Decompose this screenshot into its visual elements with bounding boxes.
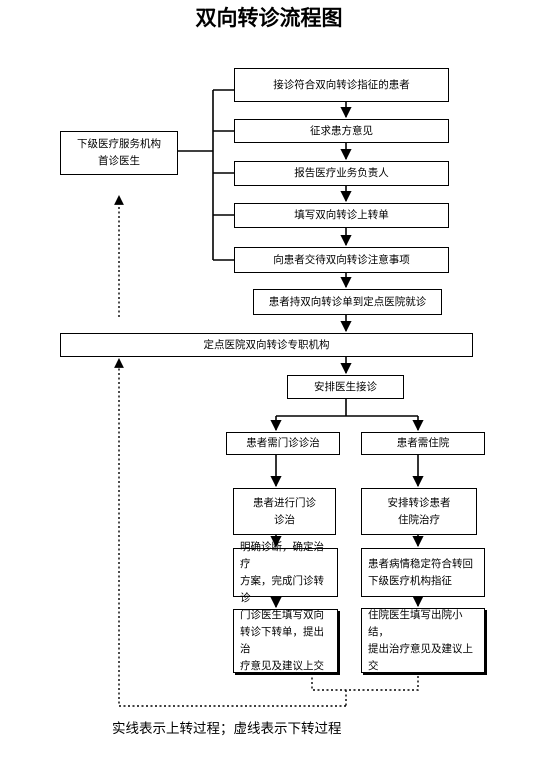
outpatient-form-line3: 疗意见及建议上交 bbox=[240, 660, 324, 672]
step-report-leader: 报告医疗业务负责人 bbox=[234, 161, 449, 186]
outpatient-form-line1: 门诊医生填写双向 bbox=[240, 609, 324, 621]
primary-clinic-box: 下级医疗服务机构 首诊医生 bbox=[60, 131, 178, 175]
step-fill-upward-form: 填写双向转诊上转单 bbox=[234, 203, 449, 228]
step-ask-opinion: 征求患方意见 bbox=[234, 119, 449, 143]
stable-condition-line1: 患者病情稳定符合转回 bbox=[368, 557, 473, 570]
stable-condition-box: 患者病情稳定符合转回 下级医疗机构指征 bbox=[361, 548, 485, 597]
diagnosis-line1: 明确诊断，确定治疗 bbox=[240, 540, 324, 570]
inpatient-treatment-line2: 住院治疗 bbox=[398, 513, 440, 526]
page-title: 双向转诊流程图 bbox=[195, 6, 343, 30]
diagnosis-line2: 方案，完成门诊转诊 bbox=[240, 574, 324, 604]
step-receive-patient: 接诊符合双向转诊指征的患者 bbox=[234, 68, 449, 102]
diagnosis-box: 明确诊断，确定治疗 方案，完成门诊转诊 bbox=[233, 541, 338, 604]
discharge-summary-box: 住院医生填写出院小结， 提出治疗意见及建议上 交 bbox=[361, 608, 485, 673]
inpatient-treatment-box: 安排转诊患者 住院治疗 bbox=[361, 488, 477, 535]
primary-clinic-line1: 下级医疗服务机构 bbox=[77, 138, 161, 150]
step-explain-notes: 向患者交待双向转诊注意事项 bbox=[234, 247, 449, 273]
outpatient-needed-box: 患者需门诊诊治 bbox=[226, 432, 340, 455]
referral-office-box: 定点医院双向转诊专职机构 bbox=[60, 333, 473, 357]
discharge-summary-line1: 住院医生填写出院小结， bbox=[368, 608, 463, 638]
outpatient-form-line2: 转诊下转单，提出治 bbox=[240, 626, 324, 655]
primary-clinic-line2: 首诊医生 bbox=[98, 155, 140, 167]
inpatient-treatment-line1: 安排转诊患者 bbox=[387, 496, 451, 509]
inpatient-needed-box: 患者需住院 bbox=[361, 432, 485, 455]
outpatient-treatment-line2: 诊治 bbox=[274, 513, 295, 526]
discharge-summary-line2: 提出治疗意见及建议上 bbox=[368, 642, 473, 655]
discharge-summary-line3: 交 bbox=[368, 659, 379, 672]
outpatient-treatment-line1: 患者进行门诊 bbox=[253, 496, 316, 509]
outpatient-treatment-box: 患者进行门诊 诊治 bbox=[233, 488, 336, 535]
outpatient-form-box: 门诊医生填写双向 转诊下转单，提出治 疗意见及建议上交 bbox=[233, 609, 338, 673]
legend-text: 实线表示上转过程；虚线表示下转过程 bbox=[112, 721, 342, 737]
patient-goes-to-hospital: 患者持双向转诊单到定点医院就诊 bbox=[253, 289, 442, 315]
stable-condition-line2: 下级医疗机构指征 bbox=[368, 574, 452, 587]
arrange-doctor-box: 安排医生接诊 bbox=[287, 375, 404, 399]
